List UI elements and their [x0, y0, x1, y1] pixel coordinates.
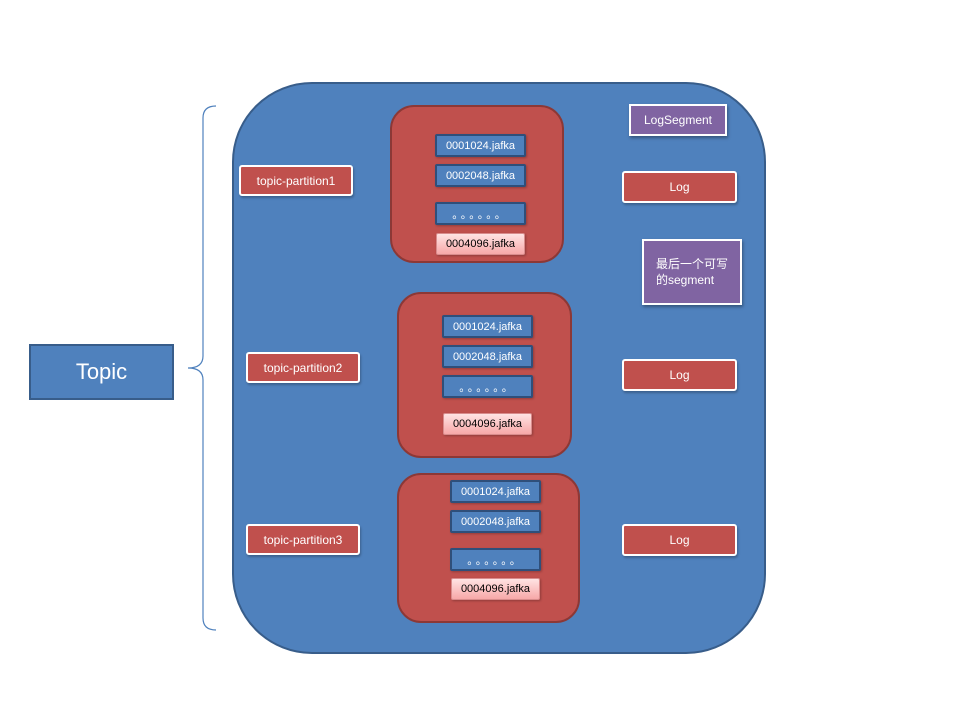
partition2-segment-ellipsis: 。。。。。。 — [442, 375, 533, 398]
partition2-segment-last: 0004096.jafka — [443, 413, 532, 435]
partition3-label: topic-partition3 — [246, 524, 360, 555]
partition1-log: Log — [622, 171, 737, 203]
logsegment-callout: LogSegment — [629, 104, 727, 136]
partition2-segment-1: 0001024.jafka — [442, 315, 533, 338]
partition2-segment-2: 0002048.jafka — [442, 345, 533, 368]
partition3-segment-last: 0004096.jafka — [451, 578, 540, 600]
partition1-label: topic-partition1 — [239, 165, 353, 196]
partition1-segment-ellipsis: 。。。。。。 — [435, 202, 526, 225]
partition3-segment-ellipsis: 。。。。。。 — [450, 548, 541, 571]
partition2-log: Log — [622, 359, 737, 391]
topic-box: Topic — [29, 344, 174, 400]
partition3-segment-1: 0001024.jafka — [450, 480, 541, 503]
topic-brace — [187, 105, 217, 631]
partition1-segment-2: 0002048.jafka — [435, 164, 526, 187]
last-writable-segment-text: 最后一个可写的segment — [656, 257, 729, 287]
partition3-log: Log — [622, 524, 737, 556]
partition2-label: topic-partition2 — [246, 352, 360, 383]
partition1-segment-1: 0001024.jafka — [435, 134, 526, 157]
partition3-segment-2: 0002048.jafka — [450, 510, 541, 533]
partition1-segment-last: 0004096.jafka — [436, 233, 525, 255]
last-writable-segment-callout: 最后一个可写的segment — [642, 239, 742, 305]
